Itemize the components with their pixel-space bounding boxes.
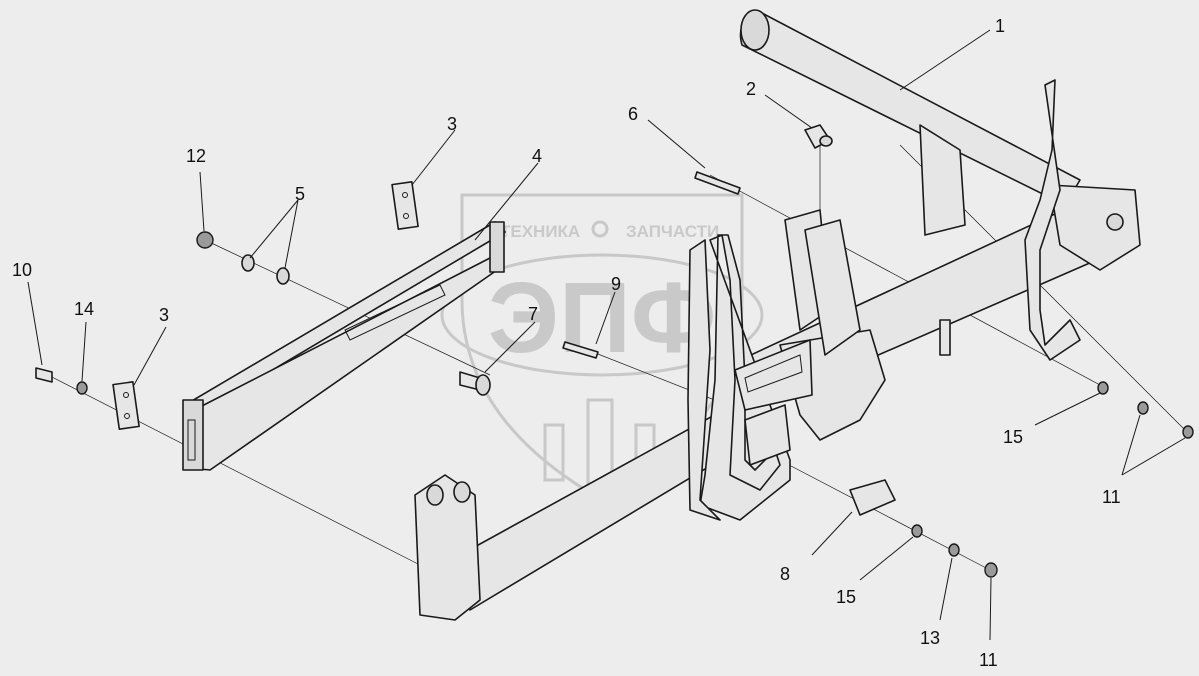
part-15-nut-lower bbox=[911, 524, 923, 538]
callout-7: 7 bbox=[528, 304, 538, 324]
watermark-text-right: ЗАПЧАСТИ bbox=[626, 222, 719, 241]
part-15-nut-right bbox=[1097, 381, 1109, 395]
part-6-bolt bbox=[694, 171, 741, 195]
gear-icon bbox=[591, 220, 609, 238]
callout-5: 5 bbox=[295, 184, 305, 204]
callout-14: 14 bbox=[74, 299, 94, 319]
part-14-washer bbox=[76, 381, 88, 395]
callout-3b: 3 bbox=[159, 305, 169, 325]
callout-8: 8 bbox=[780, 564, 790, 584]
callout-12: 12 bbox=[186, 146, 206, 166]
callout-9: 9 bbox=[611, 274, 621, 294]
callout-1: 1 bbox=[995, 16, 1005, 36]
part-7-pin bbox=[459, 371, 491, 396]
callout-6: 6 bbox=[628, 104, 638, 124]
callout-4: 4 bbox=[532, 146, 542, 166]
part-3-plate-left bbox=[112, 381, 140, 430]
callout-2: 2 bbox=[746, 79, 756, 99]
part-1-main-beam bbox=[739, 9, 1141, 441]
callout-11b: 11 bbox=[979, 650, 998, 670]
assembly-axis-lines bbox=[47, 144, 1191, 571]
part-11-nut-lower bbox=[984, 562, 998, 578]
callout-13: 13 bbox=[920, 628, 940, 648]
part-5-washers bbox=[241, 254, 290, 285]
part-8-block bbox=[849, 479, 896, 516]
part-3-plate-top bbox=[391, 181, 419, 230]
part-11-nut-right-a bbox=[1137, 401, 1149, 415]
callout-labels: 1 2 3 4 5 6 7 8 9 10 11 11 12 13 14 3 15… bbox=[12, 16, 1121, 670]
callout-11a: 11 bbox=[1102, 487, 1121, 507]
leader-lines bbox=[27, 29, 1186, 641]
middle-brackets bbox=[734, 209, 861, 466]
part-2-bushing bbox=[804, 124, 833, 149]
part-9-bolt bbox=[562, 341, 599, 359]
callout-15a: 15 bbox=[1003, 427, 1023, 447]
part-11-nut-right-b bbox=[1182, 425, 1194, 439]
callout-10: 10 bbox=[12, 260, 32, 280]
part-4-slotted-bar bbox=[182, 221, 506, 471]
part-10-bolt bbox=[35, 367, 53, 383]
part-13-washer bbox=[948, 543, 960, 557]
part-12-nut bbox=[196, 231, 214, 249]
callout-15b: 15 bbox=[836, 587, 856, 607]
watermark-text-left: ТЕХНИКА bbox=[500, 222, 580, 241]
callout-3a: 3 bbox=[447, 114, 457, 134]
watermark-logo-text: ЭПФ bbox=[488, 262, 716, 374]
